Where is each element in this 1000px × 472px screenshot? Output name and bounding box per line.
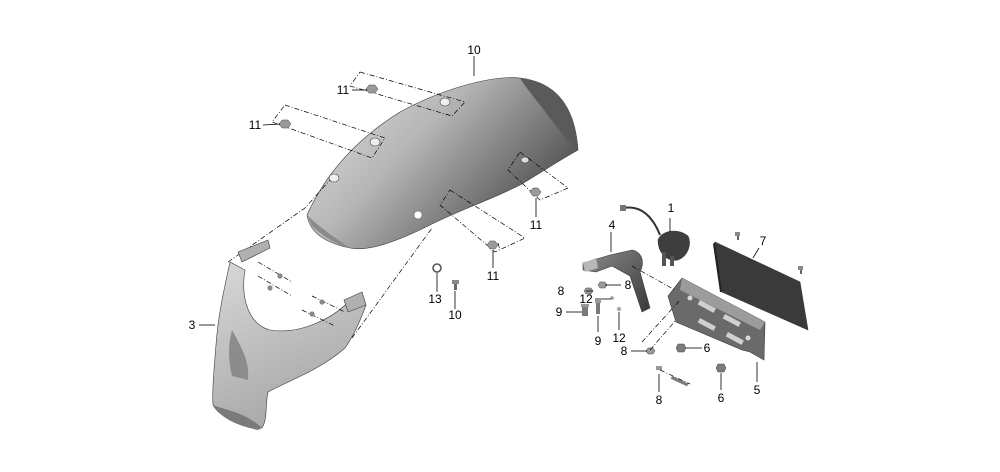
nut-icon	[597, 281, 608, 289]
washer-icon	[432, 263, 442, 273]
nut-icon	[529, 187, 542, 197]
callout-12: 12	[612, 331, 626, 345]
taillight-lamp	[620, 205, 690, 266]
callout-4: 4	[609, 218, 616, 232]
bolt-icon	[798, 266, 803, 274]
license-plate-bracket	[667, 277, 766, 361]
callout-6: 6	[718, 391, 725, 405]
bolt-icon	[581, 304, 589, 316]
callout-7: 7	[760, 234, 767, 248]
taillight-bracket	[582, 249, 651, 313]
rivet-icon	[309, 311, 315, 317]
callout-10: 10	[448, 308, 462, 322]
bolt-icon	[656, 366, 689, 387]
rear-fender	[306, 77, 579, 250]
callout-labels: 10 11 11 11 11 13 10 3 1 4 7 8 8 12 9 9 …	[189, 43, 767, 407]
bolt-icon	[595, 300, 601, 314]
license-plate	[713, 241, 809, 331]
callout-1: 1	[668, 201, 675, 215]
callout-11: 11	[337, 83, 350, 97]
bolt-icon	[735, 232, 740, 240]
fender-stud	[439, 97, 451, 107]
callout-8: 8	[656, 393, 663, 407]
callout-9: 9	[556, 305, 563, 319]
callout-8: 8	[625, 278, 632, 292]
callout-12: 12	[579, 292, 593, 306]
callout-13: 13	[428, 292, 442, 306]
callout-11: 11	[530, 218, 543, 232]
fender-tip-skirt	[212, 239, 367, 430]
nut-icon	[715, 363, 727, 373]
leader-lines	[199, 56, 760, 392]
fender-stud	[328, 173, 340, 183]
bolt-icon	[452, 280, 459, 290]
rivet-icon	[319, 299, 325, 305]
washer-icon	[610, 296, 614, 300]
callout-8: 8	[558, 284, 565, 298]
nut-icon	[278, 119, 292, 129]
nut-icon	[675, 343, 687, 353]
callout-5: 5	[754, 383, 761, 397]
callout-11: 11	[487, 269, 500, 283]
washer-icon	[616, 306, 622, 312]
skirt-fasteners	[257, 261, 346, 327]
rivet-icon	[277, 273, 283, 279]
fender-stud	[520, 156, 530, 164]
rivet-icon	[267, 285, 273, 291]
callout-11: 11	[249, 118, 262, 132]
fender-stud	[369, 137, 381, 147]
callout-9: 9	[595, 334, 602, 348]
callout-6: 6	[704, 341, 711, 355]
callout-8: 8	[621, 344, 628, 358]
nut-icon	[365, 84, 379, 94]
nut-icon	[486, 240, 499, 250]
callout-2: 10	[467, 43, 481, 57]
callout-3: 3	[189, 318, 196, 332]
assembly-lines	[227, 71, 569, 339]
fender-hole	[413, 210, 423, 220]
